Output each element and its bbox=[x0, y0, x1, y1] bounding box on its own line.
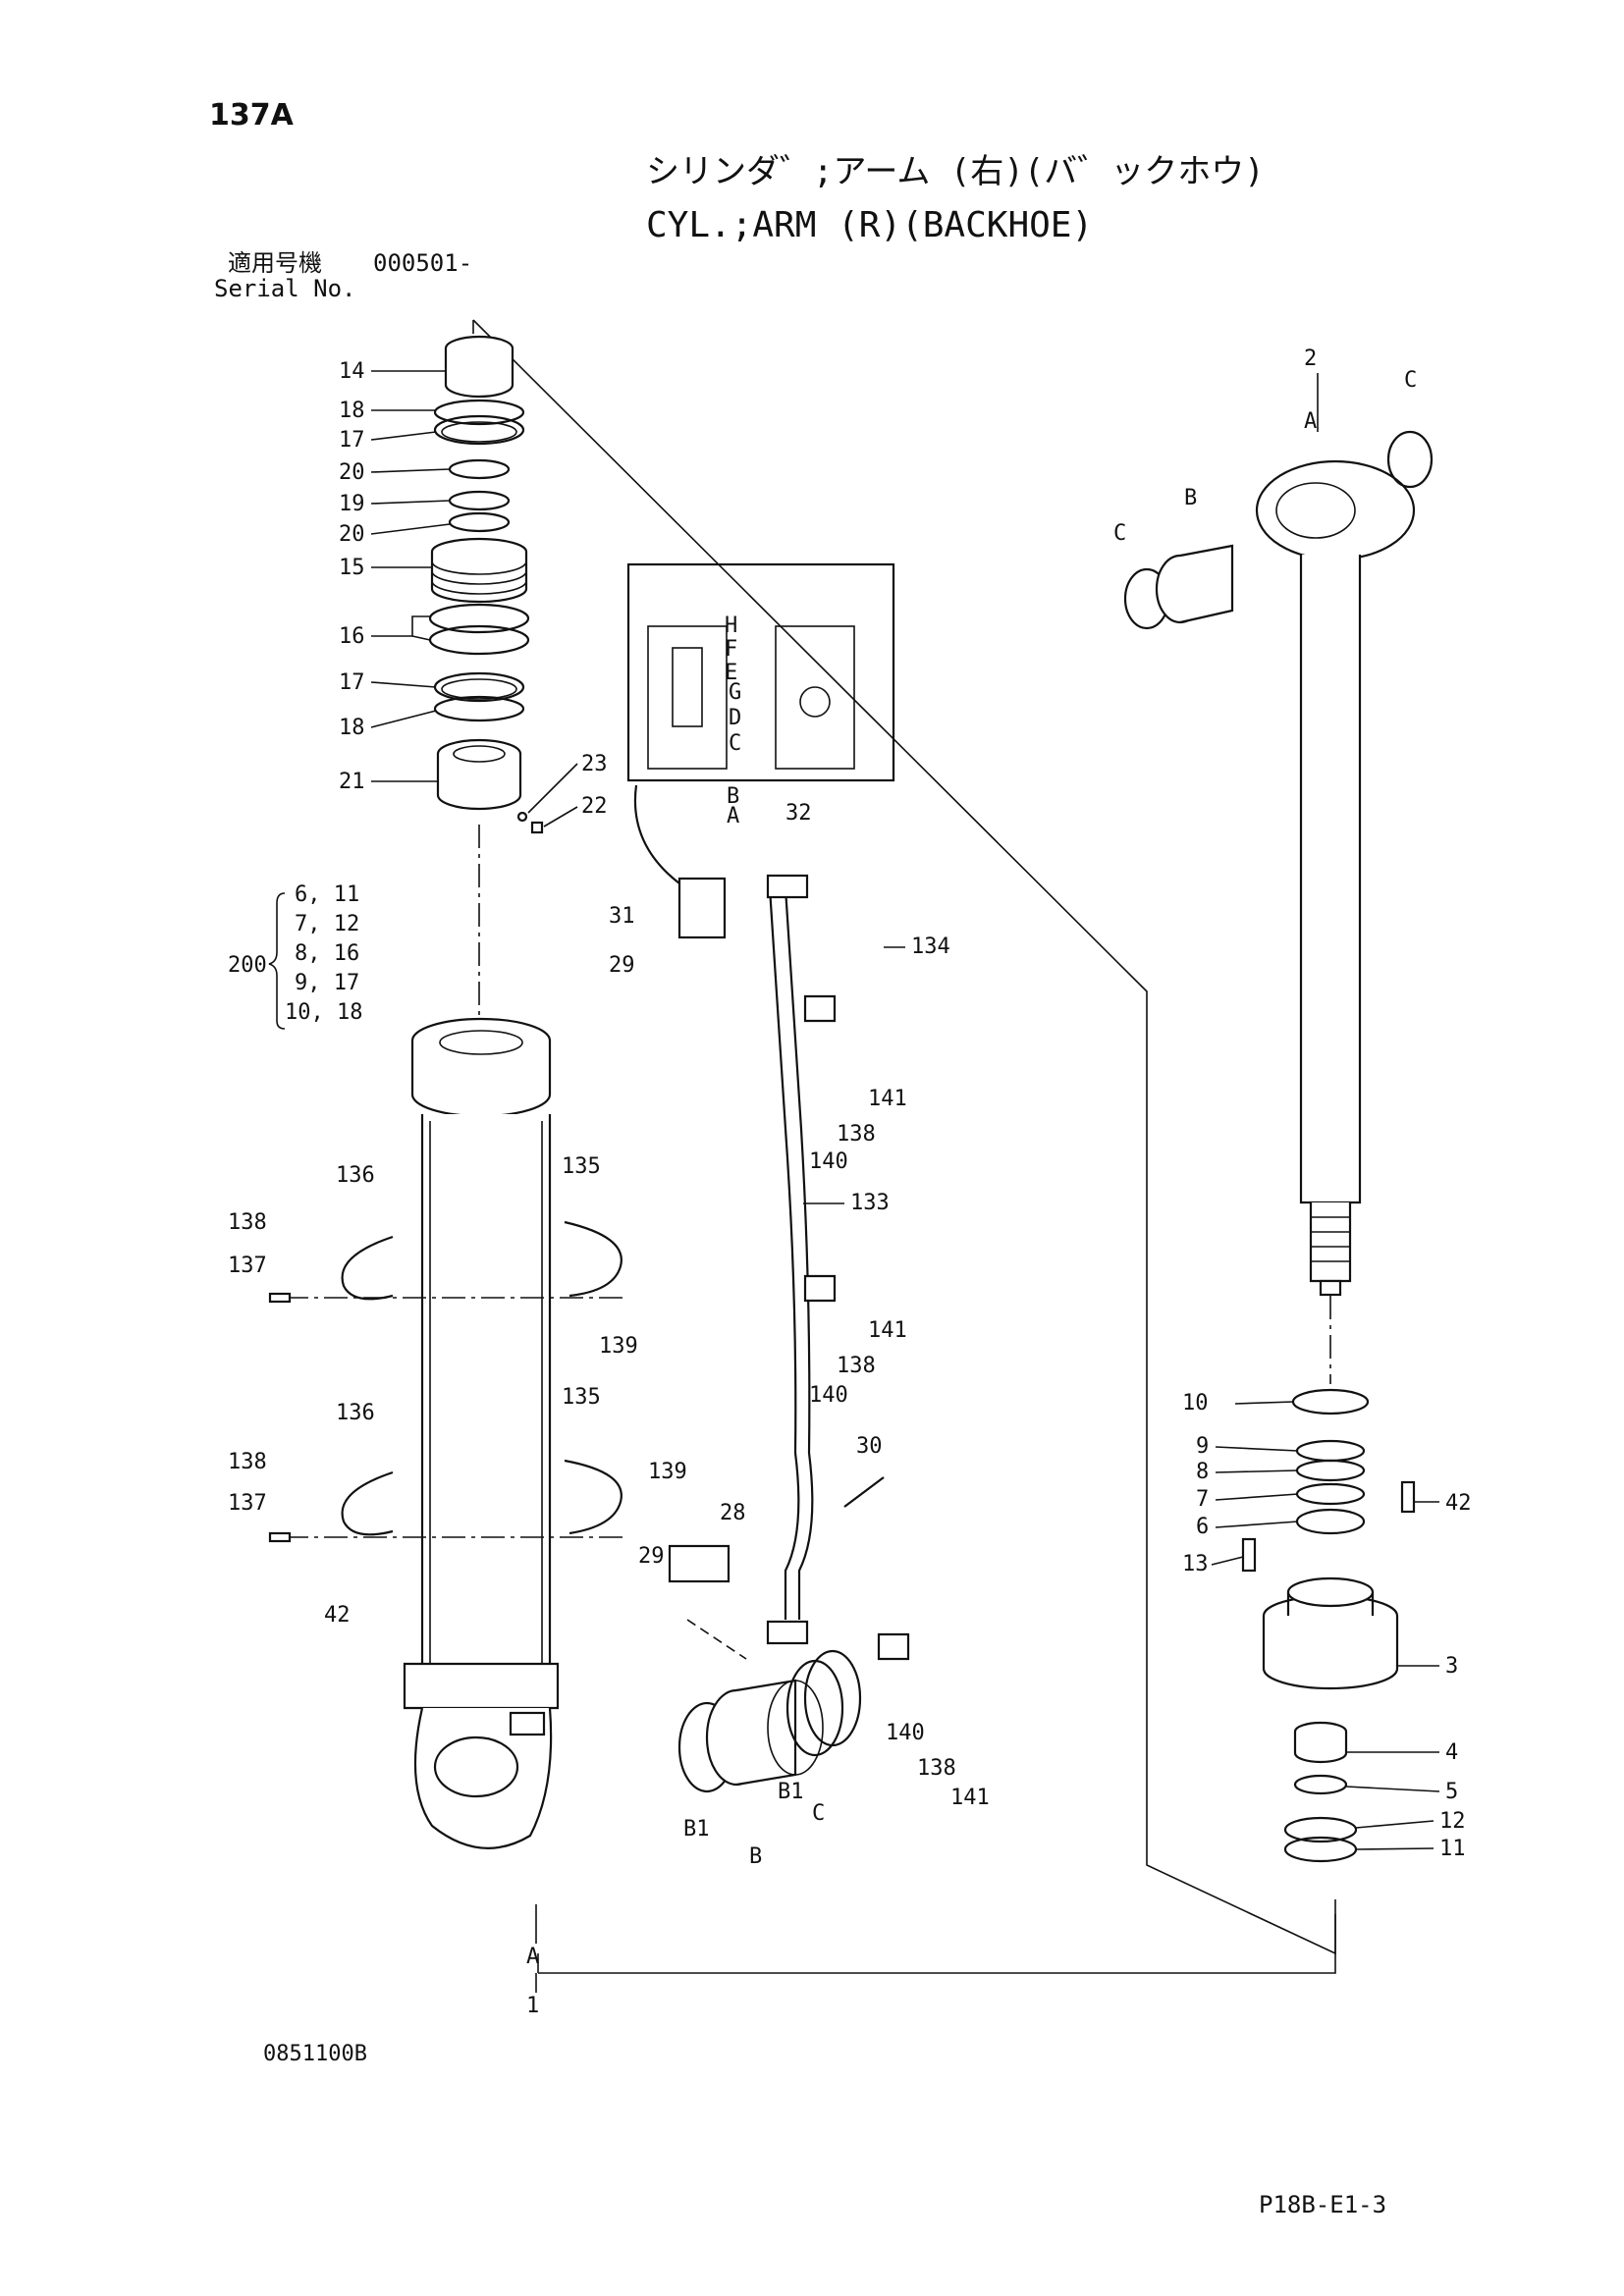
callout-20: 20 bbox=[339, 460, 365, 485]
callout-4: 4 bbox=[1445, 1740, 1458, 1765]
callout-29: 29 bbox=[638, 1544, 665, 1569]
callout-42: 42 bbox=[1445, 1491, 1472, 1516]
callout-23: 23 bbox=[581, 752, 608, 776]
kit-row: 7, 12 bbox=[295, 912, 359, 936]
callout-139: 139 bbox=[648, 1460, 687, 1484]
serial-label-english: Serial No. bbox=[214, 275, 356, 302]
callout-1: 1 bbox=[526, 1994, 539, 2018]
hose-pipe bbox=[668, 874, 910, 1661]
kit-row: 10, 18 bbox=[285, 1000, 362, 1025]
kit-number: 200 bbox=[228, 953, 267, 978]
callout-B: B bbox=[749, 1844, 762, 1869]
callout-A: A bbox=[526, 1945, 539, 1969]
callout-137: 137 bbox=[228, 1254, 267, 1278]
callout-14: 14 bbox=[339, 359, 365, 384]
callout-30: 30 bbox=[856, 1434, 883, 1459]
drawing-number: 0851100B bbox=[263, 2042, 367, 2066]
assembly-guide-lines bbox=[472, 319, 1336, 1974]
callout-2: 2 bbox=[1304, 347, 1317, 371]
callout-7: 7 bbox=[1196, 1487, 1209, 1512]
callout-C: C bbox=[1113, 521, 1126, 546]
callout-C: C bbox=[1404, 368, 1417, 393]
callout-8: 8 bbox=[1196, 1460, 1209, 1484]
callout-22: 22 bbox=[581, 794, 608, 819]
callout-5: 5 bbox=[1445, 1780, 1458, 1804]
callout-A: A bbox=[1304, 409, 1317, 434]
callout-32: 32 bbox=[785, 801, 812, 826]
callout-138: 138 bbox=[228, 1450, 267, 1474]
callout-12: 12 bbox=[1439, 1809, 1466, 1834]
kit-row: 8, 16 bbox=[295, 941, 359, 966]
callout-135: 135 bbox=[562, 1385, 601, 1410]
callout-140: 140 bbox=[809, 1149, 848, 1174]
callout-11: 11 bbox=[1439, 1837, 1466, 1861]
callout-10: 10 bbox=[1182, 1391, 1209, 1415]
kit-row: 9, 17 bbox=[295, 971, 359, 995]
callout-C: C bbox=[812, 1801, 825, 1826]
callout-138: 138 bbox=[228, 1210, 267, 1235]
callout-3: 3 bbox=[1445, 1654, 1458, 1679]
callout-labels: 14 18 17 20 19 20 15 16 17 18 21 23 22 3… bbox=[228, 347, 1472, 2018]
callout-141: 141 bbox=[950, 1786, 990, 1810]
callout-136: 136 bbox=[336, 1163, 375, 1188]
callout-18: 18 bbox=[339, 716, 365, 740]
bottom-bushing-seals bbox=[677, 1649, 862, 1793]
leader-lines bbox=[370, 370, 1440, 1993]
piston-rod bbox=[1123, 430, 1434, 1297]
callout-134: 134 bbox=[911, 934, 950, 959]
gland-parts-stack bbox=[428, 335, 544, 834]
valve-detail-inset bbox=[626, 562, 895, 884]
callout-138: 138 bbox=[917, 1756, 956, 1781]
callout-140: 140 bbox=[886, 1721, 925, 1745]
detail-label-F: F bbox=[725, 637, 737, 662]
callout-17: 17 bbox=[339, 428, 365, 453]
callout-136: 136 bbox=[336, 1401, 375, 1425]
callout-139: 139 bbox=[599, 1334, 638, 1359]
callout-B1: B1 bbox=[683, 1817, 710, 1842]
callout-15: 15 bbox=[339, 556, 365, 580]
tube-clamps bbox=[268, 1220, 628, 1543]
callout-28: 28 bbox=[720, 1501, 746, 1525]
callout-29: 29 bbox=[609, 953, 635, 978]
page-number: 137A bbox=[209, 98, 294, 133]
page-reference: P18B-E1-3 bbox=[1259, 2191, 1387, 2218]
detail-label-H: H bbox=[725, 614, 737, 638]
detail-label-A: A bbox=[727, 804, 739, 828]
serial-label-japanese: 適用号機 bbox=[228, 249, 322, 277]
kit-row: 6, 11 bbox=[295, 882, 359, 907]
detail-label-G: G bbox=[729, 680, 741, 705]
callout-16: 16 bbox=[339, 624, 365, 649]
detail-label-B: B bbox=[727, 784, 739, 809]
kit-200-group: 200 6, 11 7, 12 8, 16 9, 17 10, 18 bbox=[228, 882, 362, 1030]
detail-label-E: E bbox=[725, 661, 737, 685]
callout-133: 133 bbox=[850, 1191, 890, 1215]
callout-42: 42 bbox=[324, 1603, 351, 1628]
rod-seal-stack bbox=[1241, 1388, 1416, 1863]
callout-18: 18 bbox=[339, 399, 365, 423]
callout-20: 20 bbox=[339, 522, 365, 547]
callout-137: 137 bbox=[228, 1491, 267, 1516]
callout-6: 6 bbox=[1196, 1515, 1209, 1539]
title-english: CYL.;ARM (R)(BACKHOE) bbox=[646, 205, 1094, 245]
callout-17: 17 bbox=[339, 670, 365, 695]
callout-21: 21 bbox=[339, 770, 365, 794]
callout-B1: B1 bbox=[778, 1780, 804, 1804]
callout-19: 19 bbox=[339, 492, 365, 516]
serial-number-value: 000501- bbox=[373, 249, 473, 277]
callout-141: 141 bbox=[868, 1087, 907, 1111]
callout-13: 13 bbox=[1182, 1552, 1209, 1576]
cylinder-tube bbox=[403, 1017, 560, 1849]
callout-135: 135 bbox=[562, 1154, 601, 1179]
callout-138: 138 bbox=[837, 1354, 876, 1378]
callout-138: 138 bbox=[837, 1122, 876, 1147]
title-japanese: シリンダ゛;アーム (右)(バ゛ックホウ) bbox=[646, 152, 1265, 191]
detail-label-D: D bbox=[729, 706, 741, 730]
callout-9: 9 bbox=[1196, 1434, 1209, 1459]
callout-B: B bbox=[1184, 486, 1197, 510]
callout-140: 140 bbox=[809, 1383, 848, 1408]
callout-31: 31 bbox=[609, 904, 635, 929]
callout-141: 141 bbox=[868, 1318, 907, 1343]
detail-label-C: C bbox=[729, 731, 741, 756]
